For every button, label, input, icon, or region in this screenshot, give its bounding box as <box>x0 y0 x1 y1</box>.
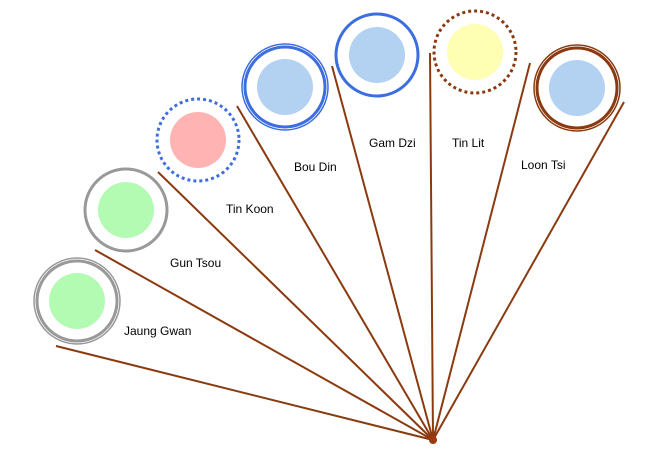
outer-ring <box>533 44 621 132</box>
nodes <box>33 9 621 345</box>
outer-ring <box>241 43 329 131</box>
node-loon-tsi[interactable] <box>533 44 621 132</box>
spoke-line <box>157 171 434 441</box>
node-tin-lit[interactable] <box>432 9 518 95</box>
node-gun-tsou[interactable] <box>83 167 169 253</box>
ring <box>334 12 420 98</box>
node-fill <box>447 24 503 80</box>
node-fill <box>257 59 313 115</box>
node-fill <box>98 182 154 238</box>
spoke-line <box>236 105 434 441</box>
label-loon-tsi: Loon Tsi <box>521 158 565 172</box>
label-tin-lit: Tin Lit <box>452 136 485 150</box>
node-tin-koon[interactable] <box>155 97 241 183</box>
spoke-lines <box>55 52 625 441</box>
dotted-ring <box>432 9 518 95</box>
hub-dot <box>429 436 437 444</box>
label-jaung-gwan: Jaung Gwan <box>124 324 191 338</box>
outer-ring <box>33 257 121 345</box>
node-fill <box>170 112 226 168</box>
spoke-line <box>331 65 434 441</box>
inner-ring <box>535 46 619 130</box>
spoke-line <box>432 62 531 441</box>
node-bou-din[interactable] <box>241 43 329 131</box>
node-fill <box>49 273 105 329</box>
spoke-line <box>432 101 625 441</box>
inner-ring <box>243 45 327 129</box>
node-fill <box>549 60 605 116</box>
inner-ring <box>35 259 119 343</box>
spoke-line <box>55 345 434 441</box>
dotted-ring <box>155 97 241 183</box>
label-gun-tsou: Gun Tsou <box>170 256 221 270</box>
node-jaung-gwan[interactable] <box>33 257 121 345</box>
spoke-line <box>429 52 434 441</box>
label-tin-koon: Tin Koon <box>226 202 274 216</box>
node-fill <box>349 27 405 83</box>
node-gam-dzi[interactable] <box>334 12 420 98</box>
label-bou-din: Bou Din <box>294 160 337 174</box>
spoke-line <box>94 249 434 441</box>
labels: Jaung Gwan Gun Tsou Tin Koon Bou Din Gam… <box>124 136 565 338</box>
ring <box>83 167 169 253</box>
label-gam-dzi: Gam Dzi <box>369 136 416 150</box>
